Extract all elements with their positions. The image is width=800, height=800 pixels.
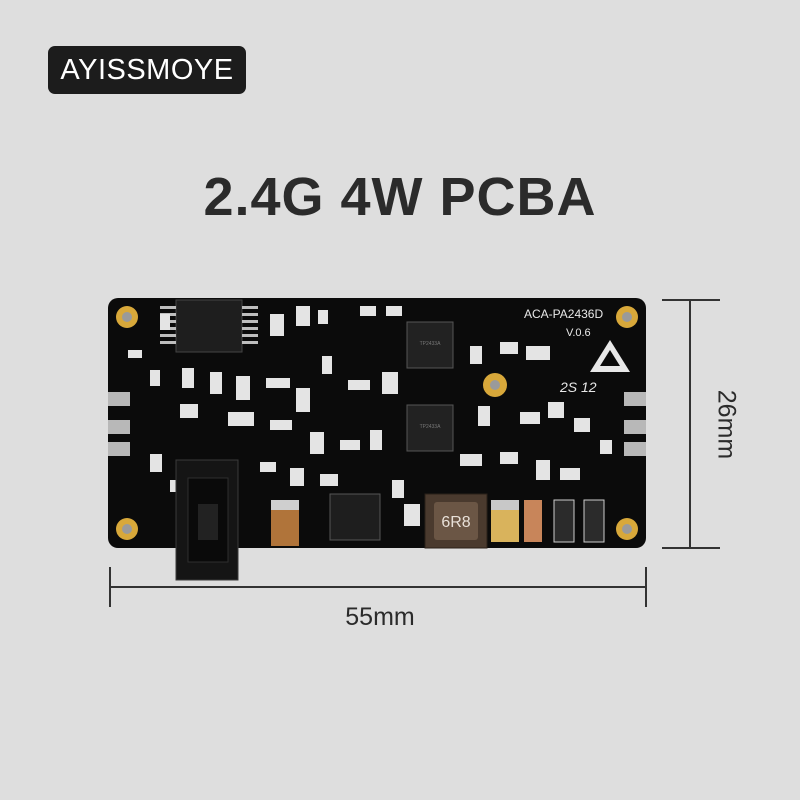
edge-pads [108, 392, 646, 456]
mounting-holes [116, 306, 638, 540]
esd-warning-icon [590, 340, 630, 372]
page-title: 2.4G 4W PCBA [203, 167, 597, 227]
inductor: 6R8 [424, 493, 488, 549]
height-dimension-label: 26mm [712, 389, 741, 460]
dimension-lines [109, 299, 720, 607]
brand-badge: AYISSMOYE [48, 46, 246, 94]
jack-connector [175, 459, 239, 581]
tssop-chip [160, 299, 258, 353]
width-dimension-label: 55mm [345, 603, 415, 631]
board-model-label: ACA-PA2436D [524, 307, 603, 321]
svg-text:TP2433A: TP2433A [420, 424, 442, 430]
svg-text:6R8: 6R8 [441, 514, 470, 531]
svg-text:TP2433A: TP2433A [420, 341, 442, 347]
board-version-label: V.0.6 [566, 327, 591, 339]
pcb-board [108, 298, 646, 548]
board-date-code: 2S 12 [559, 379, 597, 395]
smd-components [128, 306, 612, 526]
qfn-chips: TP2433A TP2433A [329, 321, 454, 541]
capacitors-diodes [271, 499, 605, 546]
